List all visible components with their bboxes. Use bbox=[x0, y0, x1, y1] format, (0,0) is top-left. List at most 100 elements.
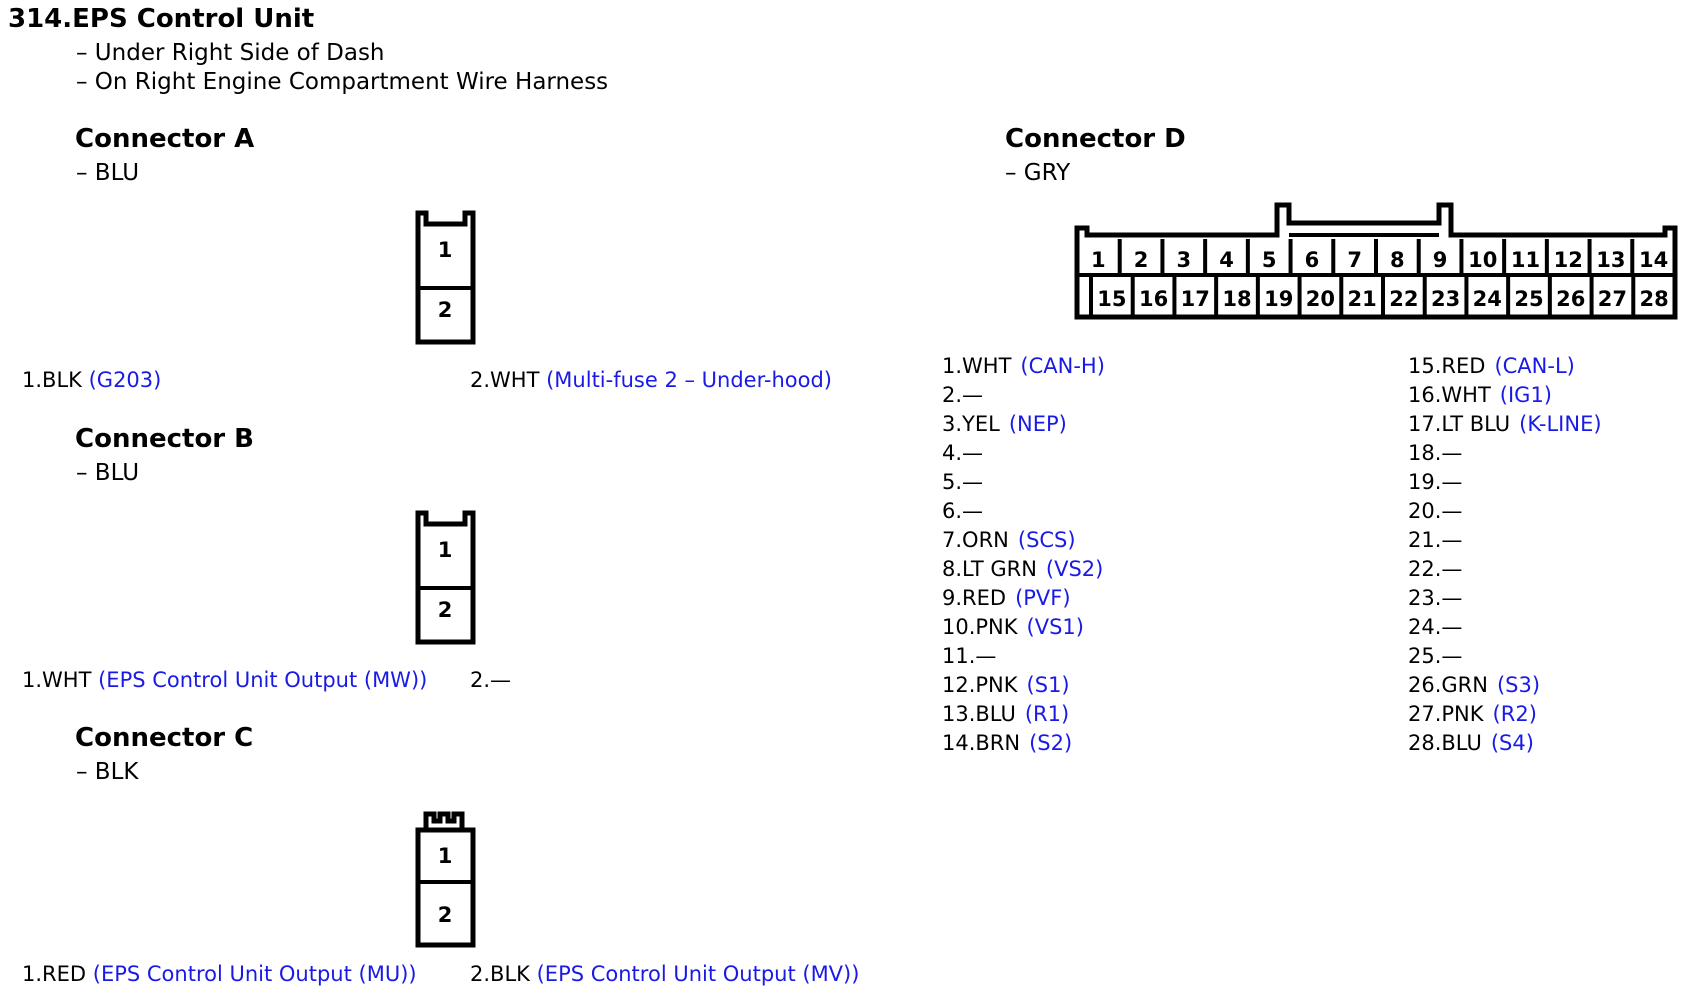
pin-circuit: (VS1) bbox=[1026, 615, 1084, 639]
pin-label: 1.BLK bbox=[22, 368, 82, 392]
pin-circuit: (S3) bbox=[1496, 673, 1541, 697]
pin-label: 12.PNK bbox=[942, 673, 1018, 697]
connector-d-pin-row: 14.BRN(S2) bbox=[942, 729, 1105, 758]
pin-label: 1.WHT bbox=[942, 354, 1012, 378]
connector-d-cavity-label: 8 bbox=[1390, 248, 1405, 272]
connector-d-cavity-label: 15 bbox=[1097, 287, 1126, 311]
pin-circuit: (CAN-H) bbox=[1020, 354, 1105, 378]
connector-d-cavity-label: 10 bbox=[1468, 248, 1497, 272]
connector-c-pin-2: 2.BLK (EPS Control Unit Output (MV)) bbox=[470, 962, 859, 986]
connector-d-pin-row: 12.PNK (S1) bbox=[942, 671, 1105, 700]
connector-d-pin-row: 8.LT GRN (VS2) bbox=[942, 555, 1105, 584]
connector-b-title: Connector B bbox=[75, 424, 254, 454]
connector-d-pin-row: 20.— bbox=[1408, 497, 1602, 526]
connector-d-cavity-label: 28 bbox=[1640, 287, 1669, 311]
connector-c-pin-1: 1.RED (EPS Control Unit Output (MU)) bbox=[22, 962, 417, 986]
connector-d-pin-row: 16.WHT (IG1) bbox=[1408, 381, 1602, 410]
connector-d-cavity-label: 26 bbox=[1556, 287, 1585, 311]
connector-a-pin-2: 2.WHT (Multi-fuse 2 – Under-hood) bbox=[470, 368, 832, 392]
connector-d-cavity-label: 12 bbox=[1554, 248, 1583, 272]
connector-d-pin-row: 1.WHT (CAN-H) bbox=[942, 352, 1105, 381]
connector-d-pin-row: 5.— bbox=[942, 468, 1105, 497]
pin-label: 2.BLK bbox=[470, 962, 530, 986]
connector-c-cavity-2: 2 bbox=[438, 903, 453, 927]
pin-label: 13.BLU bbox=[942, 702, 1016, 726]
pin-label: 15.RED bbox=[1408, 354, 1486, 378]
pin-label: 28.BLU bbox=[1408, 731, 1482, 755]
pin-label: 3.YEL bbox=[942, 412, 1000, 436]
connector-d-pin-row: 21.— bbox=[1408, 526, 1602, 555]
connector-b-cavity-2: 2 bbox=[438, 598, 453, 622]
connector-a-title: Connector A bbox=[75, 124, 255, 154]
connector-d-cavity-label: 6 bbox=[1305, 248, 1320, 272]
connector-d-pin-row: 19.— bbox=[1408, 468, 1602, 497]
pin-circuit: (CAN-L) bbox=[1494, 354, 1575, 378]
pin-label: 27.PNK bbox=[1408, 702, 1484, 726]
connector-d-cavity-label: 5 bbox=[1262, 248, 1277, 272]
connector-a-cavity-1: 1 bbox=[438, 238, 453, 262]
connector-b-diagram: 1 2 bbox=[415, 510, 476, 645]
connector-d-pins-right: 15.RED (CAN-L)16.WHT (IG1) 17.LT BLU(K-LINE… bbox=[1408, 352, 1602, 758]
page-title: 314.EPS Control Unit bbox=[8, 4, 315, 34]
pin-circuit: (SCS) bbox=[1017, 528, 1076, 552]
pin-label: 7.ORN bbox=[942, 528, 1009, 552]
connector-c-title: Connector C bbox=[75, 723, 254, 753]
pin-label: 6.— bbox=[942, 499, 984, 523]
pin-circuit: (S1) bbox=[1026, 673, 1070, 697]
connector-d-cavity-label: 20 bbox=[1306, 287, 1335, 311]
pin-label: 19.— bbox=[1408, 470, 1463, 494]
connector-d-pin-row: 23.— bbox=[1408, 584, 1602, 613]
connector-d-pins-left: 1.WHT(CAN-H)2.—3.YEL(NEP)4.—5.—6.—7.ORN(… bbox=[942, 352, 1105, 758]
connector-d-cavity-label: 9 bbox=[1433, 248, 1448, 272]
pin-circuit: (R2) bbox=[1492, 702, 1537, 726]
pin-circuit: (PVF) bbox=[1015, 586, 1071, 610]
connector-a-diagram: 1 2 bbox=[415, 210, 476, 345]
connector-d-pin-row: 26.GRN (S3) bbox=[1408, 671, 1602, 700]
pin-label: 11.— bbox=[942, 644, 997, 668]
pin-label: 8.LT GRN bbox=[942, 557, 1037, 581]
connector-d-cavity-label: 17 bbox=[1181, 287, 1210, 311]
location-line-1: – Under Right Side of Dash bbox=[76, 40, 385, 66]
pin-circuit: (EPS Control Unit Output (MW)) bbox=[98, 668, 428, 692]
pin-label: 9.RED bbox=[942, 586, 1007, 610]
connector-d-cavity-label: 25 bbox=[1514, 287, 1543, 311]
connector-d-title: Connector D bbox=[1005, 124, 1186, 154]
pin-label: 1.WHT bbox=[22, 668, 92, 692]
connector-d-pin-row: 28.BLU (S4) bbox=[1408, 729, 1602, 758]
connector-d-pin-row: 6.— bbox=[942, 497, 1105, 526]
pin-label: 5.— bbox=[942, 470, 984, 494]
pin-label: 16.WHT bbox=[1408, 383, 1491, 407]
connector-d-cavity-label: 21 bbox=[1348, 287, 1377, 311]
connector-d-cavity-label: 1 bbox=[1091, 248, 1106, 272]
connector-c-cavity-1: 1 bbox=[438, 844, 453, 868]
pin-circuit: (S4) bbox=[1490, 731, 1534, 755]
connector-a-color: – BLU bbox=[76, 160, 140, 186]
connector-d-cavity-label: 27 bbox=[1598, 287, 1627, 311]
connector-c-diagram: 1 2 bbox=[415, 811, 476, 948]
connector-d-cavity-label: 24 bbox=[1473, 287, 1502, 311]
connector-d-pin-row: 17.LT BLU(K-LINE) bbox=[1408, 410, 1602, 439]
connector-d-pin-row: 15.RED (CAN-L) bbox=[1408, 352, 1602, 381]
connector-d-cavity-label: 2 bbox=[1134, 248, 1149, 272]
pin-circuit: (Multi-fuse 2 – Under-hood) bbox=[546, 368, 832, 392]
pin-label: 20.— bbox=[1408, 499, 1463, 523]
pin-label: 17.LT BLU bbox=[1408, 412, 1511, 436]
connector-a-cavity-2: 2 bbox=[438, 298, 453, 322]
connector-d-pin-row: 7.ORN (SCS) bbox=[942, 526, 1105, 555]
pin-label: 22.— bbox=[1408, 557, 1463, 581]
pin-circuit: (S2) bbox=[1029, 731, 1073, 755]
connector-d-cavity-label: 11 bbox=[1511, 248, 1540, 272]
pin-circuit: (VS2) bbox=[1045, 557, 1104, 581]
pin-circuit: (EPS Control Unit Output (MU)) bbox=[92, 962, 417, 986]
pin-label: 10.PNK bbox=[942, 615, 1018, 639]
connector-a-pin-1: 1.BLK (G203) bbox=[22, 368, 161, 392]
connector-d-pin-row: 10.PNK (VS1) bbox=[942, 613, 1105, 642]
pin-circuit: (IG1) bbox=[1499, 383, 1552, 407]
pin-label: 4.— bbox=[942, 441, 984, 465]
connector-d-pin-row: 13.BLU(R1) bbox=[942, 700, 1105, 729]
pin-label: 26.GRN bbox=[1408, 673, 1488, 697]
pin-label: 23.— bbox=[1408, 586, 1463, 610]
connector-d-pin-row: 4.— bbox=[942, 439, 1105, 468]
connector-d-pin-row: 22.— bbox=[1408, 555, 1602, 584]
